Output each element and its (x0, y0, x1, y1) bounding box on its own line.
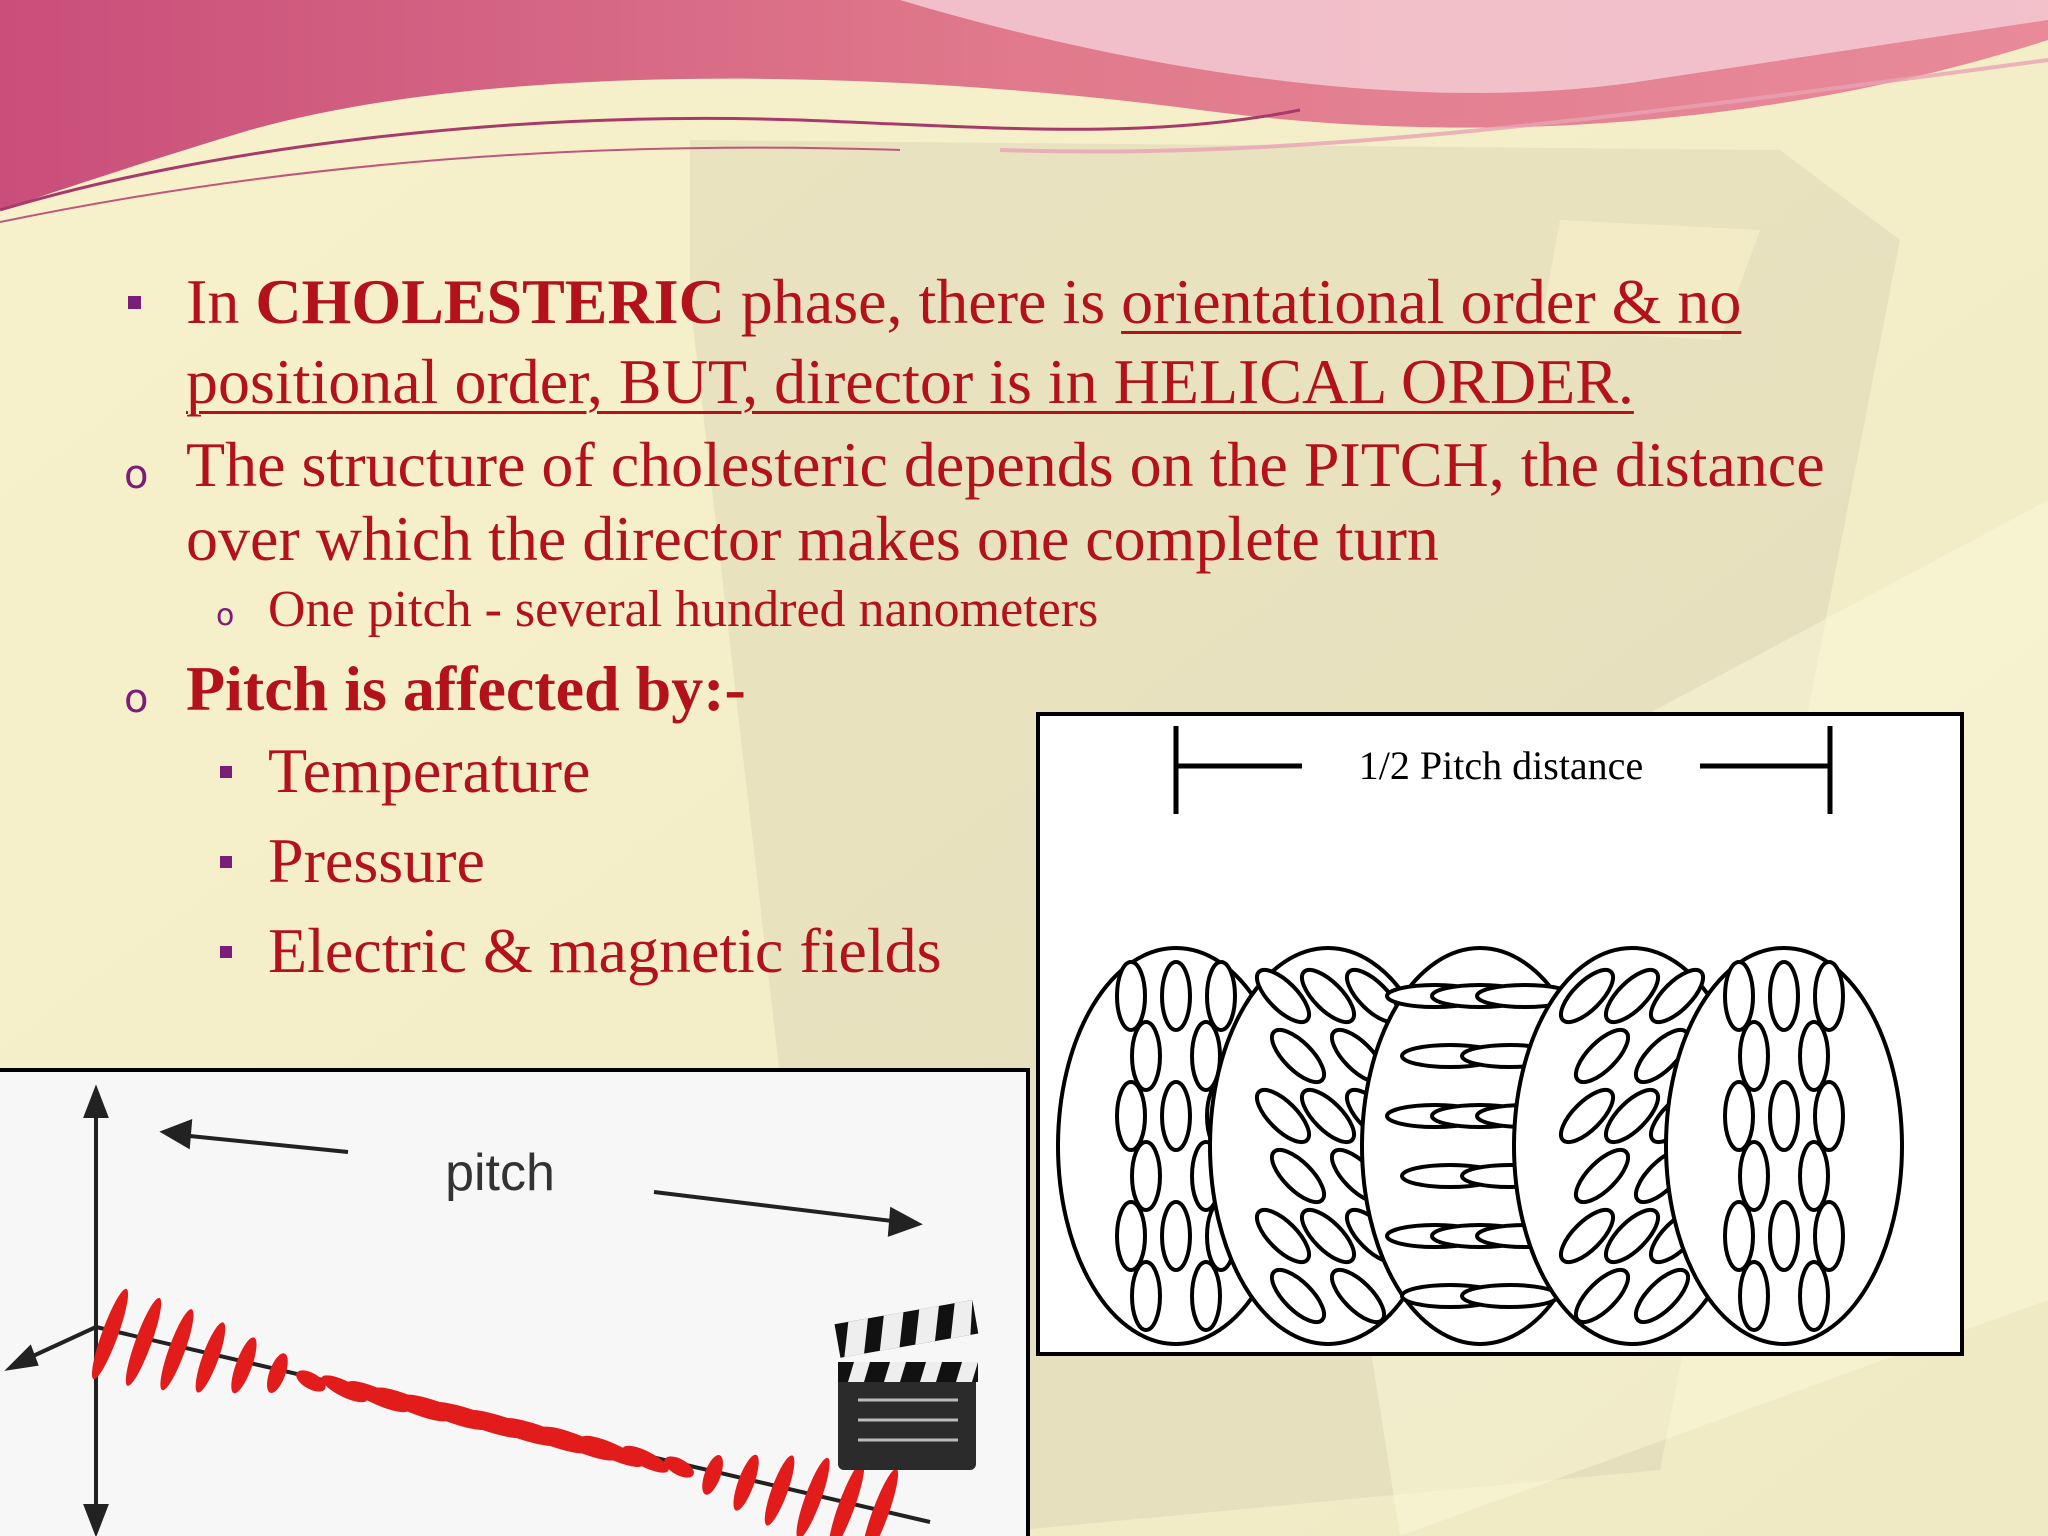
square-bullet-icon (220, 856, 232, 868)
text: phase, there is (724, 266, 1122, 337)
molecule-ellipse (1115, 960, 1147, 1032)
square-bullet-icon (220, 766, 232, 778)
helix-rod (321, 1375, 368, 1403)
bullet-pitch-affected: o Pitch is affected by:- (120, 652, 1940, 726)
molecule-ellipse (1813, 1080, 1845, 1152)
molecule-ellipse (1559, 968, 1615, 1024)
molecule-ellipse (1330, 1268, 1386, 1324)
molecule-ellipse (1115, 1200, 1147, 1272)
circle-bullet-icon: o (124, 452, 149, 498)
molecule-ellipse (1205, 960, 1237, 1032)
molecule-ellipse (1649, 968, 1705, 1024)
helix-rod (702, 1455, 723, 1495)
clapperboard-icon (834, 1299, 979, 1470)
molecule-ellipse (1255, 1208, 1311, 1264)
text: In (186, 266, 256, 337)
molecule-ellipse (1115, 1080, 1147, 1152)
molecule-ellipse (1604, 968, 1660, 1024)
half-pitch-label: 1/2 Pitch distance (1359, 743, 1643, 788)
molecule-ellipse (1160, 1080, 1192, 1152)
molecule-ellipse (1768, 1080, 1800, 1152)
helix-rod (267, 1353, 288, 1393)
text: Electric & magnetic fields (268, 915, 942, 986)
molecule-ellipse (1813, 1200, 1845, 1272)
helix-rod (622, 1445, 669, 1473)
molecule-ellipse (1574, 1148, 1630, 1204)
molecule-ellipse (1723, 1080, 1755, 1152)
helix-rod (91, 1288, 129, 1380)
disk (1664, 946, 1904, 1346)
helix-rod (828, 1462, 865, 1536)
molecule-ellipse (1738, 1140, 1770, 1212)
helix-rod (861, 1468, 899, 1536)
bullet-cholesteric: In CHOLESTERIC phase, there is orientati… (120, 262, 1940, 422)
bullet-list: In CHOLESTERIC phase, there is orientati… (120, 262, 1940, 996)
molecule-ellipse (1798, 1020, 1830, 1092)
factor-item: Electric & magnetic fields (120, 906, 1940, 996)
molecule-ellipse (1738, 1260, 1770, 1332)
circle-bullet-icon: o (124, 676, 149, 722)
bold-term: CHOLESTERIC (255, 266, 725, 337)
molecule-ellipse (1130, 1140, 1162, 1212)
molecule-ellipse (1130, 1020, 1162, 1092)
molecule-ellipse (1255, 1088, 1311, 1144)
helix-rod (664, 1456, 694, 1478)
molecule-ellipse (1604, 1088, 1660, 1144)
circle-bullet-icon: o (216, 598, 235, 633)
molecule-ellipse (1768, 1200, 1800, 1272)
molecule-ellipse (1255, 968, 1311, 1024)
molecule-ellipse (1604, 1208, 1660, 1264)
molecule-ellipse (1160, 1200, 1192, 1272)
factor-item: Temperature (120, 726, 1940, 816)
molecule-ellipse (1738, 1020, 1770, 1092)
molecule-ellipse (1270, 1028, 1326, 1084)
molecule-ellipse (1634, 1268, 1690, 1324)
pitch-helix-diagram: pitch (0, 1068, 1030, 1536)
helix-rod (231, 1337, 257, 1394)
molecule-ellipse (1190, 1260, 1222, 1332)
helix-rod (296, 1370, 326, 1392)
factor-item: Pressure (120, 816, 1940, 906)
molecule-ellipse (1300, 968, 1356, 1024)
bullet-pitch-structure: o The structure of cholesteric depends on… (120, 428, 1940, 576)
helix-rod (160, 1309, 194, 1391)
molecule-ellipse (1300, 1208, 1356, 1264)
helix-rod (733, 1454, 759, 1511)
helix-rod (796, 1457, 830, 1536)
molecule-ellipse (1190, 1020, 1222, 1092)
molecule-ellipse (1300, 1088, 1356, 1144)
molecule-ellipse (1798, 1260, 1830, 1332)
square-bullet-icon (128, 296, 141, 309)
molecule-ellipse (1574, 1268, 1630, 1324)
text: Pitch is affected by:- (186, 653, 746, 724)
molecule-ellipse (1559, 1088, 1615, 1144)
text: Temperature (268, 735, 591, 806)
underlined-text: orientational order & no positional orde… (186, 266, 1742, 417)
molecule-ellipse (1768, 960, 1800, 1032)
molecule-ellipse (1574, 1028, 1630, 1084)
molecule-ellipse (1460, 1283, 1560, 1309)
molecule-ellipse (1813, 960, 1845, 1032)
molecule-ellipse (1270, 1148, 1326, 1204)
text: Pressure (268, 825, 485, 896)
molecule-ellipse (1160, 960, 1192, 1032)
molecule-ellipse (1559, 1208, 1615, 1264)
helix-rod (581, 1435, 643, 1467)
molecule-ellipse (1723, 960, 1755, 1032)
helix-rod (195, 1322, 226, 1393)
pitch-label: pitch (445, 1144, 555, 1202)
molecule-ellipse (1270, 1268, 1326, 1324)
helix-rod (764, 1455, 795, 1526)
helix-rod (125, 1297, 162, 1386)
square-bullet-icon (220, 946, 232, 958)
text: The structure of cholesteric depends on … (186, 429, 1825, 574)
half-pitch-diagram: 1/2 Pitch distance (1036, 712, 1964, 1356)
molecule-ellipse (1723, 1200, 1755, 1272)
molecule-ellipse (1130, 1260, 1162, 1332)
text: One pitch - several hundred nanometers (268, 581, 1099, 638)
sub-bullet-one-pitch: o One pitch - several hundred nanometers (120, 578, 1940, 642)
molecule-ellipse (1798, 1140, 1830, 1212)
